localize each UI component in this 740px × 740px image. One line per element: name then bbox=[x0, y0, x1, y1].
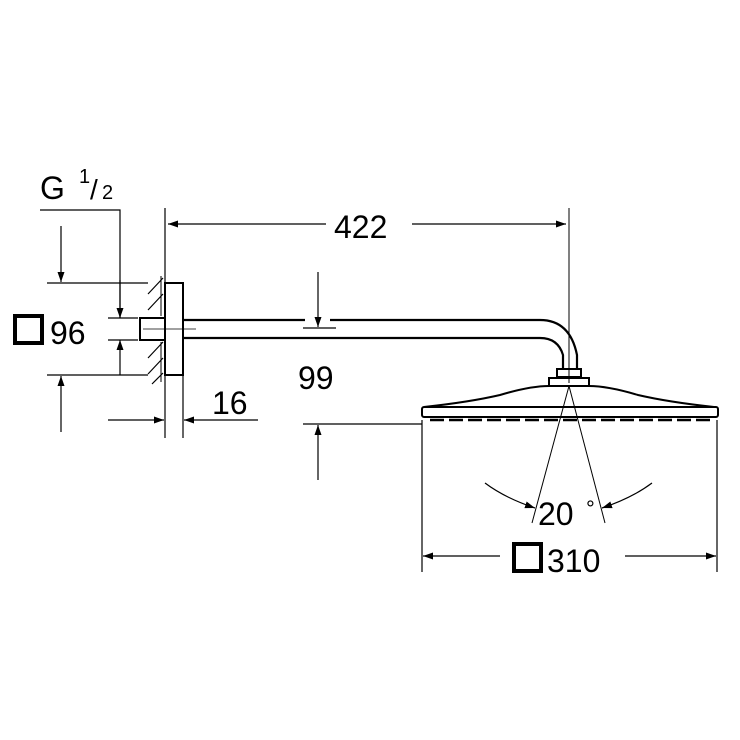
wall-line bbox=[164, 208, 184, 438]
arm-projection-label: 422 bbox=[334, 209, 387, 245]
spray-angle-label: 20 bbox=[538, 496, 574, 532]
drop-height-label: 99 bbox=[298, 360, 334, 396]
flange-depth-label: 16 bbox=[212, 385, 248, 421]
square-symbol-icon bbox=[512, 542, 543, 573]
svg-text:G: G bbox=[40, 170, 65, 206]
degree-symbol: ° bbox=[586, 496, 595, 521]
head-size-label: 310 bbox=[547, 543, 600, 579]
shower-head bbox=[421, 368, 719, 422]
shower-arm bbox=[183, 318, 579, 370]
wall-hatching bbox=[147, 276, 164, 385]
svg-text:/: / bbox=[90, 174, 98, 205]
square-symbol-icon bbox=[13, 314, 44, 345]
flange-size-label: 96 bbox=[50, 315, 86, 351]
svg-text:2: 2 bbox=[102, 182, 113, 204]
thread-label: G 1 / 2 bbox=[40, 166, 113, 206]
svg-text:1: 1 bbox=[79, 166, 90, 188]
thread-leader bbox=[40, 209, 121, 318]
